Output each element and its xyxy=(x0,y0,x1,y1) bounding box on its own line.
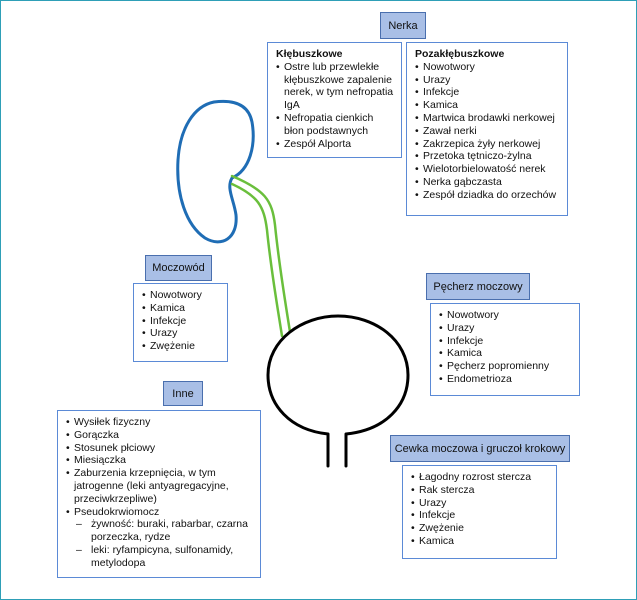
urethra-box: Łagodny rozrost stercza Rak stercza Uraz… xyxy=(402,465,557,559)
list-item: Zakrzepica żyły nerkowej xyxy=(415,138,561,151)
list-item: Kamica xyxy=(142,302,221,315)
list-item: Kamica xyxy=(415,99,561,112)
ureter-inner-line xyxy=(230,182,284,338)
list-item: Kamica xyxy=(439,347,573,360)
list-item: Pseudokrwiomocz xyxy=(66,506,254,519)
other-list: Wysiłek fizyczny Gorączka Stosunek płcio… xyxy=(66,416,254,518)
list-item: Ostre lub przewlekłe kłębuszkowe zapalen… xyxy=(276,61,395,112)
list-item: Urazy xyxy=(411,497,550,510)
bladder-list: Nowotwory Urazy Infekcje Kamica Pęcherz … xyxy=(439,309,573,386)
list-item: Nowotwory xyxy=(142,289,221,302)
list-item: Infekcje xyxy=(439,335,573,348)
glomerular-list: Ostre lub przewlekłe kłębuszkowe zapalen… xyxy=(276,61,395,151)
glomerular-box: Kłębuszkowe Ostre lub przewlekłe kłębusz… xyxy=(267,42,402,158)
list-item: Gorączka xyxy=(66,429,254,442)
list-item: Zwężenie xyxy=(411,522,550,535)
list-item: Urazy xyxy=(142,327,221,340)
list-item: Nerka gąbczasta xyxy=(415,176,561,189)
bladder-box: Nowotwory Urazy Infekcje Kamica Pęcherz … xyxy=(430,303,580,396)
ureter-box: Nowotwory Kamica Infekcje Urazy Zwężenie xyxy=(133,283,228,362)
list-item: Stosunek płciowy xyxy=(66,442,254,455)
ureter-outer-line xyxy=(230,174,292,334)
list-item: Zaburzenia krzepnięcia, w tym jatrogenne… xyxy=(66,467,254,505)
list-item: Wysiłek fizyczny xyxy=(66,416,254,429)
extraglomerular-box: Pozakłębuszkowe Nowotwory Urazy Infekcje… xyxy=(406,42,568,216)
list-item: Nefropatia cienkich błon podstawnych xyxy=(276,112,395,138)
ureter-list: Nowotwory Kamica Infekcje Urazy Zwężenie xyxy=(142,289,221,353)
list-item: Infekcje xyxy=(411,509,550,522)
list-item: Nowotwory xyxy=(439,309,573,322)
list-item: Rak stercza xyxy=(411,484,550,497)
list-item: Kamica xyxy=(411,535,550,548)
bladder-outline xyxy=(266,314,410,468)
extraglomerular-title: Pozakłębuszkowe xyxy=(415,48,505,60)
list-item: Łagodny rozrost stercza xyxy=(411,471,550,484)
bladder-header: Pęcherz moczowy xyxy=(426,273,530,300)
list-item: Wielotorbielowatość nerek xyxy=(415,163,561,176)
list-item: Infekcje xyxy=(415,86,561,99)
glomerular-title: Kłębuszkowe xyxy=(276,48,343,60)
urethra-list: Łagodny rozrost stercza Rak stercza Uraz… xyxy=(411,471,550,548)
extraglomerular-list: Nowotwory Urazy Infekcje Kamica Martwica… xyxy=(415,61,561,202)
list-item: Nowotwory xyxy=(415,61,561,74)
sub-list-item: żywność: buraki, rabarbar, czarna porzec… xyxy=(74,518,254,544)
list-item: Infekcje xyxy=(142,315,221,328)
list-item: Zwężenie xyxy=(142,340,221,353)
list-item: Zawał nerki xyxy=(415,125,561,138)
kidney-header: Nerka xyxy=(380,12,426,39)
list-item: Pęcherz popromienny xyxy=(439,360,573,373)
list-item: Urazy xyxy=(415,74,561,87)
pseudohematuria-sublist: żywność: buraki, rabarbar, czarna porzec… xyxy=(66,518,254,569)
urethra-header: Cewka moczowa i gruczoł krokowy xyxy=(390,435,570,462)
list-item: Urazy xyxy=(439,322,573,335)
list-item: Martwica brodawki nerkowej xyxy=(415,112,561,125)
list-item: Zespół dziadka do orzechów xyxy=(415,189,561,202)
ureter-header: Moczowód xyxy=(145,255,212,281)
list-item: Endometrioza xyxy=(439,373,573,386)
list-item: Zespół Alporta xyxy=(276,138,395,151)
list-item: Przetoka tętniczo-żylna xyxy=(415,150,561,163)
other-box: Wysiłek fizyczny Gorączka Stosunek płcio… xyxy=(57,410,261,578)
list-item: Miesiączka xyxy=(66,454,254,467)
other-header: Inne xyxy=(163,381,203,406)
kidney-shape xyxy=(176,99,255,244)
sub-list-item: leki: ryfampicyna, sulfonamidy, metylodo… xyxy=(74,544,254,570)
